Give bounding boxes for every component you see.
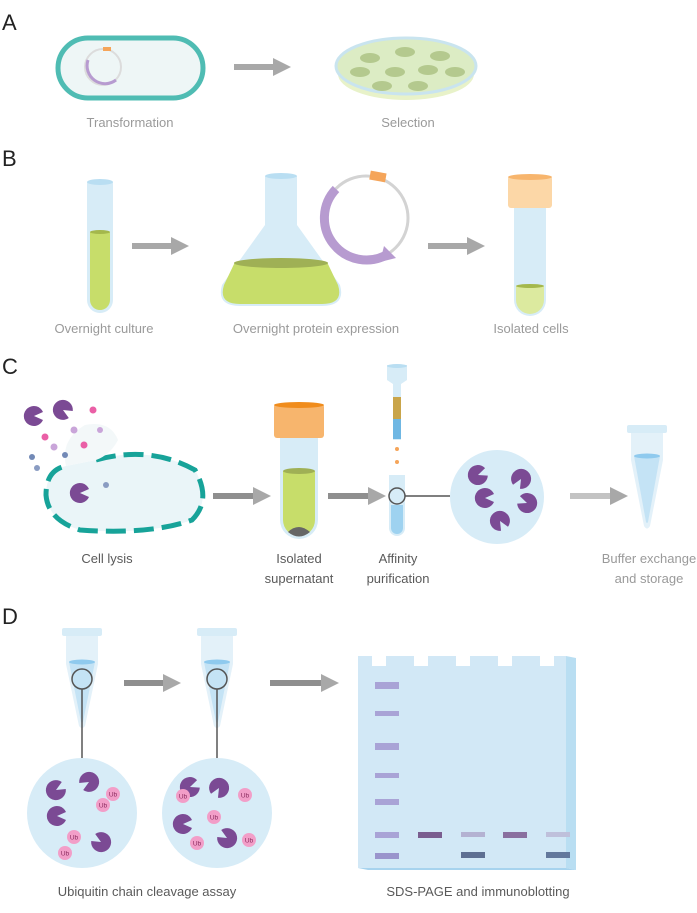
panel-label-d: D xyxy=(2,604,18,629)
panel-label-c: C xyxy=(2,354,18,379)
ubiquitin-icon: Ub xyxy=(238,788,252,802)
svg-text:Ub: Ub xyxy=(245,838,254,845)
svg-text:Ub: Ub xyxy=(109,792,118,799)
plasmid-icon xyxy=(319,170,410,265)
panel-label-b: B xyxy=(2,146,17,171)
lysed-cell-icon xyxy=(43,424,206,534)
bacterium-cell-icon xyxy=(55,35,206,101)
ubiquitin-icon: Ub xyxy=(67,830,81,844)
petri-dish-icon xyxy=(334,36,478,100)
label-affinity-1: Affinity xyxy=(379,551,418,566)
ubiquitin-icon: Ub xyxy=(242,833,256,847)
ubiquitin-icon: Ub xyxy=(58,846,72,860)
supernatant-tube-icon xyxy=(274,402,324,539)
label-sds-page: SDS-PAGE and immunoblotting xyxy=(386,884,569,899)
label-cleavage-assay: Ubiquitin chain cleavage assay xyxy=(58,884,237,899)
affinity-column-icon xyxy=(387,364,450,536)
sds-page-gel-icon xyxy=(358,656,576,870)
flask-icon xyxy=(220,173,342,306)
reaction-zoom-icon: Ub Ub Ub Ub Ub xyxy=(162,758,272,868)
label-buffer-2: and storage xyxy=(615,571,684,586)
label-overnight-expression: Overnight protein expression xyxy=(233,321,399,336)
label-transformation: Transformation xyxy=(87,115,174,130)
svg-text:Ub: Ub xyxy=(61,851,70,858)
label-selection: Selection xyxy=(381,115,434,130)
label-cell-lysis: Cell lysis xyxy=(81,551,133,566)
ubiquitin-icon: Ub xyxy=(190,836,204,850)
label-buffer-1: Buffer exchange xyxy=(602,551,696,566)
assay-tube-icon xyxy=(62,628,102,758)
label-isolated-supernatant-1: Isolated xyxy=(276,551,322,566)
label-overnight-culture: Overnight culture xyxy=(55,321,154,336)
svg-text:Ub: Ub xyxy=(210,815,219,822)
svg-text:Ub: Ub xyxy=(241,793,250,800)
ubiquitin-icon: Ub xyxy=(96,798,110,812)
purified-protein-zoom-icon xyxy=(450,450,544,544)
culture-tube-icon xyxy=(87,179,113,313)
ubiquitin-icon: Ub xyxy=(106,787,120,801)
panel-label-a: A xyxy=(2,10,17,35)
svg-text:Ub: Ub xyxy=(179,794,188,801)
svg-text:Ub: Ub xyxy=(70,835,79,842)
label-isolated-cells: Isolated cells xyxy=(493,321,569,336)
assay-tube-icon xyxy=(197,628,237,758)
ubiquitin-icon: Ub xyxy=(207,810,221,824)
svg-text:Ub: Ub xyxy=(99,803,108,810)
reaction-zoom-icon: Ub Ub Ub Ub xyxy=(27,758,137,868)
svg-text:Ub: Ub xyxy=(193,841,202,848)
released-proteins-icon xyxy=(23,396,103,471)
cell-pellet-tube-icon xyxy=(508,174,552,316)
ubiquitin-icon: Ub xyxy=(176,789,190,803)
storage-tube-icon xyxy=(627,425,667,529)
label-affinity-2: purification xyxy=(367,571,430,586)
label-isolated-supernatant-2: supernatant xyxy=(265,571,334,586)
